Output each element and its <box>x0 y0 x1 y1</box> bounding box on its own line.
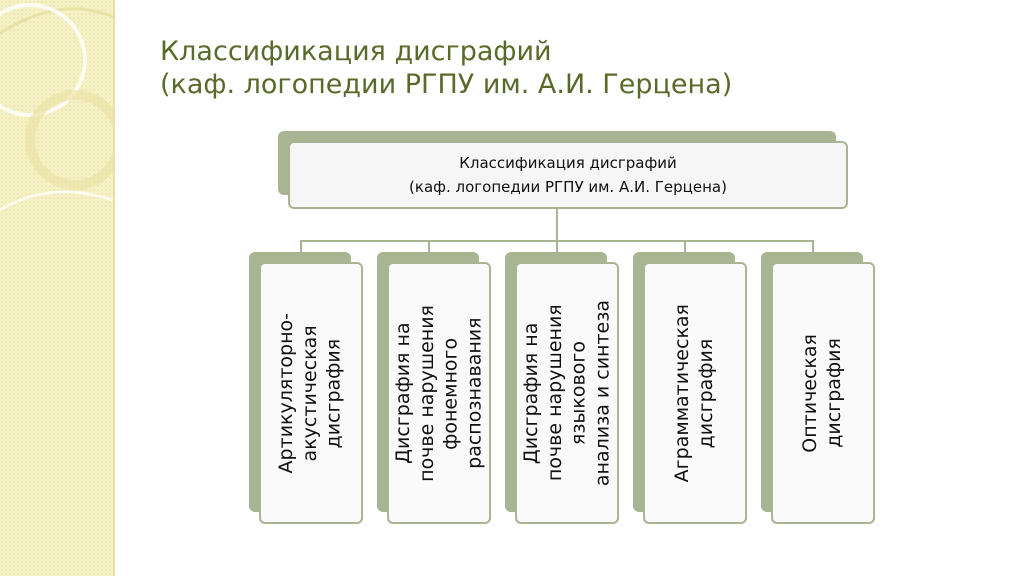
label-line: дисграфия <box>322 338 345 448</box>
label-line: почве нарушения <box>415 304 438 482</box>
label-line: распознавания <box>462 317 485 469</box>
child-node-articulatory: Артикуляторно- акустическая дисграфия <box>259 262 363 524</box>
label-line: почве нарушения <box>543 304 566 482</box>
child-node-language-analysis: Дисграфия на почве нарушения языкового а… <box>515 262 619 524</box>
label-line: анализа и синтеза <box>590 299 613 487</box>
decorative-swirl-icon <box>0 3 113 212</box>
label-line: языкового <box>567 340 589 446</box>
label-line: Оптическая <box>799 333 822 453</box>
child-node-label: Оптическая дисграфия <box>799 334 847 453</box>
child-node-phonemic: Дисграфия на почве нарушения фонемного р… <box>387 262 491 524</box>
connector-child-1 <box>300 240 302 252</box>
label-line: дисграфия <box>823 338 845 448</box>
decorative-strip <box>0 0 115 576</box>
label-line: акустическая <box>299 324 322 462</box>
connector-root-down <box>556 209 558 241</box>
child-node-label: Дисграфия на почве нарушения фонемного р… <box>392 305 487 482</box>
label-line: Дисграфия на <box>391 322 414 464</box>
connector-child-2 <box>428 240 430 252</box>
child-node-label: Артикуляторно- акустическая дисграфия <box>275 313 346 473</box>
label-line: дисграфия <box>695 338 717 448</box>
slide-title: Классификация дисграфий (каф. логопедии … <box>160 36 860 102</box>
connector-child-5 <box>812 240 814 252</box>
root-node: Классификация дисграфий (каф. логопедии … <box>288 141 848 209</box>
root-node-line2: (каф. логопедии РГПУ им. А.И. Герцена) <box>409 178 727 196</box>
child-node-optical: Оптическая дисграфия <box>771 262 875 524</box>
label-line: Аграмматическая <box>671 303 694 483</box>
child-node-label: Аграмматическая дисграфия <box>671 304 719 482</box>
label-line: Дисграфия на <box>519 322 542 464</box>
slide-title-line1: Классификация дисграфий <box>160 36 552 67</box>
child-node-agrammatic: Аграмматическая дисграфия <box>643 262 747 524</box>
slide-title-line2: (каф. логопедии РГПУ им. А.И. Герцена) <box>160 68 733 100</box>
connector-child-4 <box>684 240 686 252</box>
label-line: фонемного <box>439 337 461 449</box>
label-line: Артикуляторно- <box>275 312 298 474</box>
child-node-label: Дисграфия на почве нарушения языкового а… <box>520 300 615 486</box>
root-node-line1: Классификация дисграфий <box>459 154 677 172</box>
connector-child-3 <box>556 240 558 252</box>
